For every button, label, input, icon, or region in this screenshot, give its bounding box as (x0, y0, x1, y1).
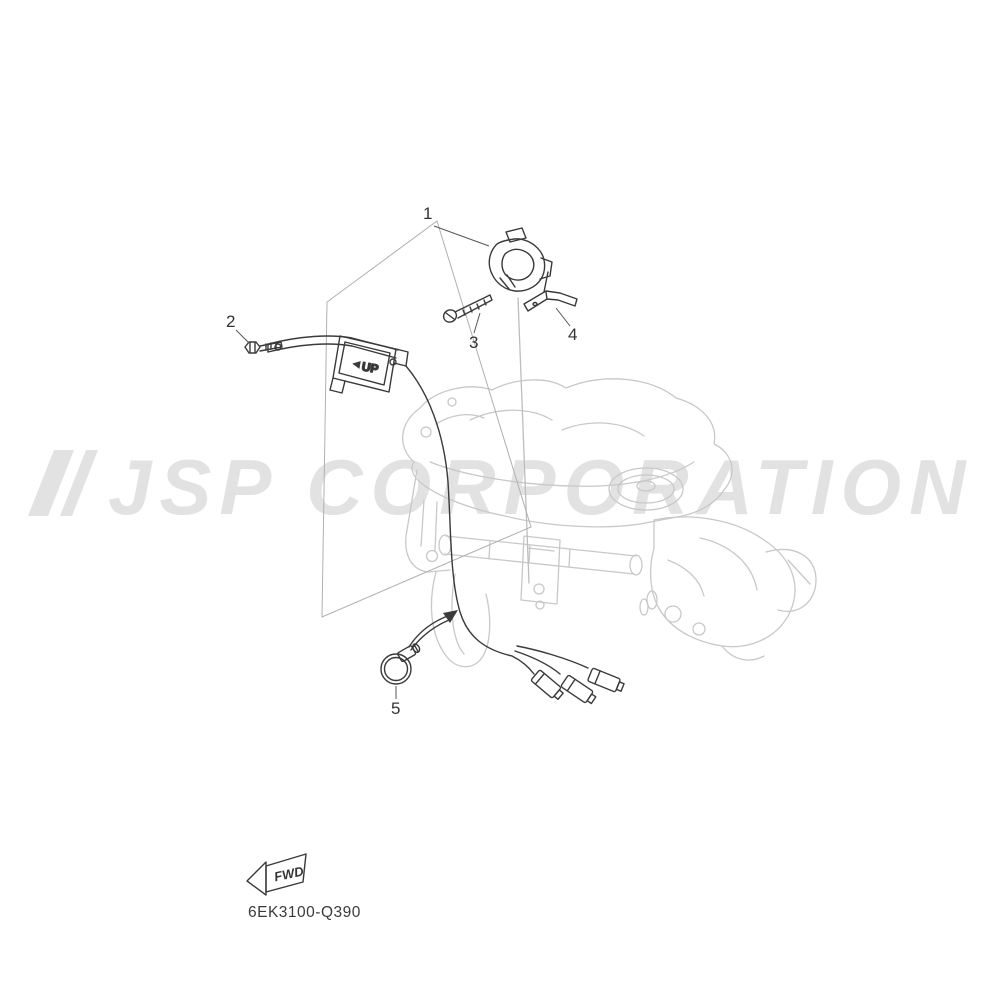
callout-3: 3 (469, 312, 481, 352)
fwd-direction-flag: FWD (246, 853, 307, 896)
callout-1-label: 1 (423, 204, 432, 223)
connector-plug (587, 667, 625, 693)
fwd-label: FWD (273, 863, 306, 884)
callout-3-label: 3 (469, 333, 478, 352)
watermark-text: JSP CORPORATION (108, 443, 973, 531)
part-4-bracket-plate (523, 290, 578, 312)
rotation-arrow-icon (408, 610, 458, 651)
connector-plug (530, 669, 564, 700)
engine-ghost-drawing (402, 297, 817, 668)
callout-2-label: 2 (226, 312, 235, 331)
watermark: JSP CORPORATION (28, 443, 973, 531)
callout-1: 1 (423, 204, 490, 247)
connector-plug (560, 674, 597, 705)
part-code-label: 6EK3100-Q390 (248, 904, 361, 921)
wire-harness (405, 365, 625, 705)
jsp-logo-icon (28, 450, 74, 516)
callout-5-label: 5 (391, 699, 400, 718)
jsp-logo-icon (60, 450, 98, 516)
up-label: UP (361, 359, 380, 376)
callout-4: 4 (555, 307, 577, 344)
mounting-panel-outline (321, 220, 532, 618)
part-3-screw (442, 294, 493, 323)
up-triangle-icon (352, 361, 361, 369)
callout-4-label: 4 (568, 325, 577, 344)
callout-2: 2 (226, 312, 250, 344)
part-1-switch-holder (488, 227, 553, 293)
part-5-hose-clamp (380, 643, 421, 685)
callout-5: 5 (391, 686, 400, 718)
trim-switch-bracket: UP (267, 335, 409, 394)
up-arrow-label: UP (352, 359, 380, 377)
